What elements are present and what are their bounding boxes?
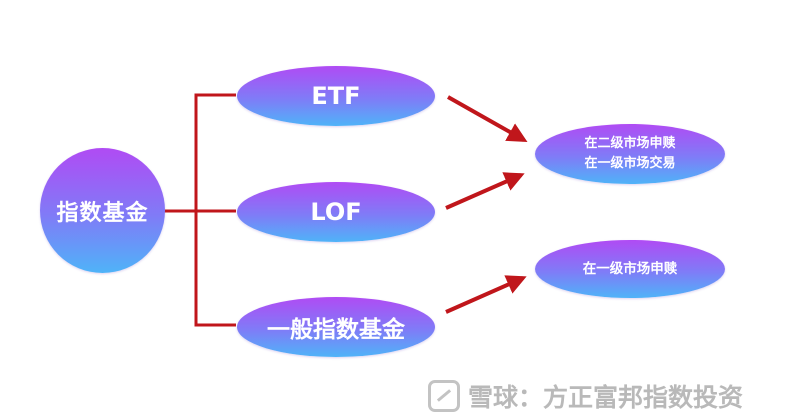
- branch-node-etf: ETF: [237, 66, 435, 126]
- watermark-separator: ：: [518, 383, 544, 412]
- destination-line: 在一级市场申赎: [582, 261, 678, 277]
- branch-label-etf: ETF: [311, 82, 361, 110]
- destination-node-primary: 在一级市场申赎: [535, 240, 725, 298]
- branch-label-general: 一般指数基金: [267, 317, 405, 343]
- arrow-etf: [447, 95, 528, 142]
- root-node: 指数基金: [40, 148, 165, 273]
- watermark-author: 方正富邦指数投资: [543, 383, 744, 412]
- destination-node-secondary: 在二级市场申赎 在一级市场交易: [535, 124, 725, 184]
- arrow-lof: [445, 172, 525, 210]
- destination-line: 在二级市场申赎: [584, 136, 676, 151]
- watermark-brand: 雪球: [468, 383, 519, 412]
- branch-label-lof: LOF: [310, 198, 362, 226]
- arrow-general: [445, 275, 527, 314]
- watermark: 雪球 ： 方正富邦指数投资: [428, 378, 743, 414]
- branch-node-general-index-fund: 一般指数基金: [237, 297, 435, 357]
- branch-node-lof: LOF: [237, 182, 435, 242]
- root-label: 指数基金: [56, 200, 149, 226]
- snowball-logo-icon: [428, 380, 460, 412]
- destination-line: 在一级市场交易: [584, 156, 676, 171]
